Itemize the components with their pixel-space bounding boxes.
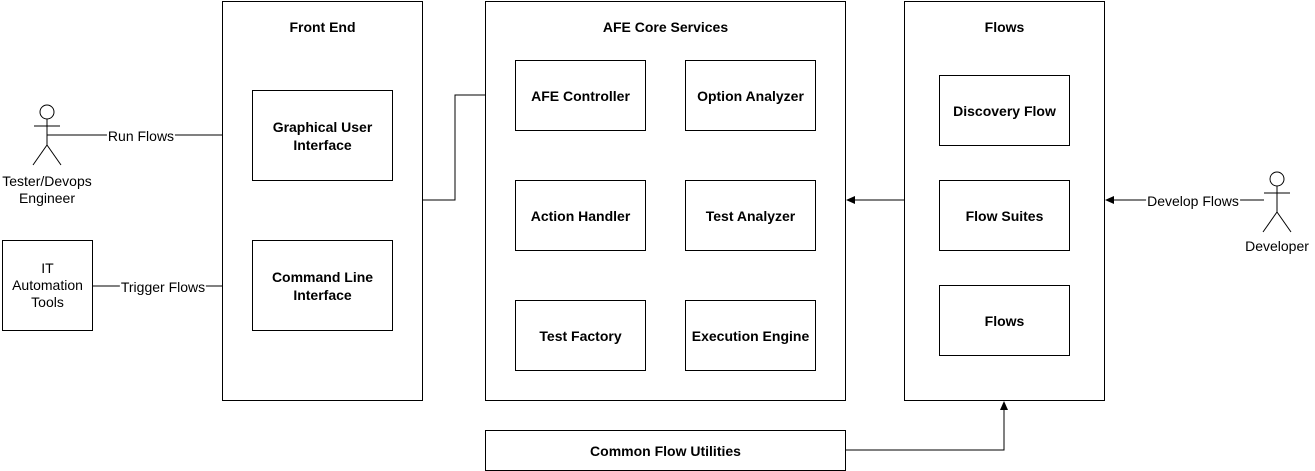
flows-box-label: Flows [984,312,1025,329]
action-handler-label: Action Handler [530,207,631,224]
tester-actor-icon [32,104,62,166]
core-services-title: AFE Core Services [602,19,729,35]
cli-box: Command Line Interface [252,240,393,331]
test-factory-box: Test Factory [515,300,646,371]
developer-label: Developer [1245,238,1309,254]
execution-engine-box: Execution Engine [685,300,816,371]
front-end-group: Front End [222,1,423,401]
common-flow-utilities-label: Common Flow Utilities [590,442,741,459]
discovery-flow-box: Discovery Flow [939,75,1070,146]
front-end-title: Front End [289,19,356,35]
flow-suites-label: Flow Suites [965,207,1044,224]
edge-frontend-to-controller [423,91,514,201]
afe-controller-box: AFE Controller [515,60,646,131]
it-automation-tools-label: IT Automation Tools [12,260,83,310]
discovery-flow-label: Discovery Flow [953,102,1056,119]
action-handler-box: Action Handler [515,180,646,251]
flows-group-title: Flows [984,19,1025,35]
it-automation-tools-box: IT Automation Tools [2,240,93,331]
test-factory-label: Test Factory [539,327,622,344]
execution-engine-label: Execution Engine [691,327,810,344]
option-analyzer-label: Option Analyzer [697,87,804,104]
develop-flows-label: Develop Flows [1146,193,1240,209]
tester-label: Tester/Devops Engineer [2,173,92,206]
flows-box: Flows [939,285,1070,356]
option-analyzer-box: Option Analyzer [685,60,816,131]
test-analyzer-box: Test Analyzer [685,180,816,251]
common-flow-utilities-box: Common Flow Utilities [485,430,846,471]
trigger-flows-label: Trigger Flows [119,279,207,295]
afe-controller-label: AFE Controller [531,87,630,104]
gui-label: Graphical User Interface [272,118,373,153]
cli-label: Command Line Interface [271,268,374,303]
run-flows-label: Run Flows [106,128,176,144]
developer-actor-icon [1262,171,1292,233]
gui-box: Graphical User Interface [252,90,393,181]
edge-utils-to-flows [846,401,1008,451]
flow-suites-box: Flow Suites [939,180,1070,251]
test-analyzer-label: Test Analyzer [705,207,796,224]
